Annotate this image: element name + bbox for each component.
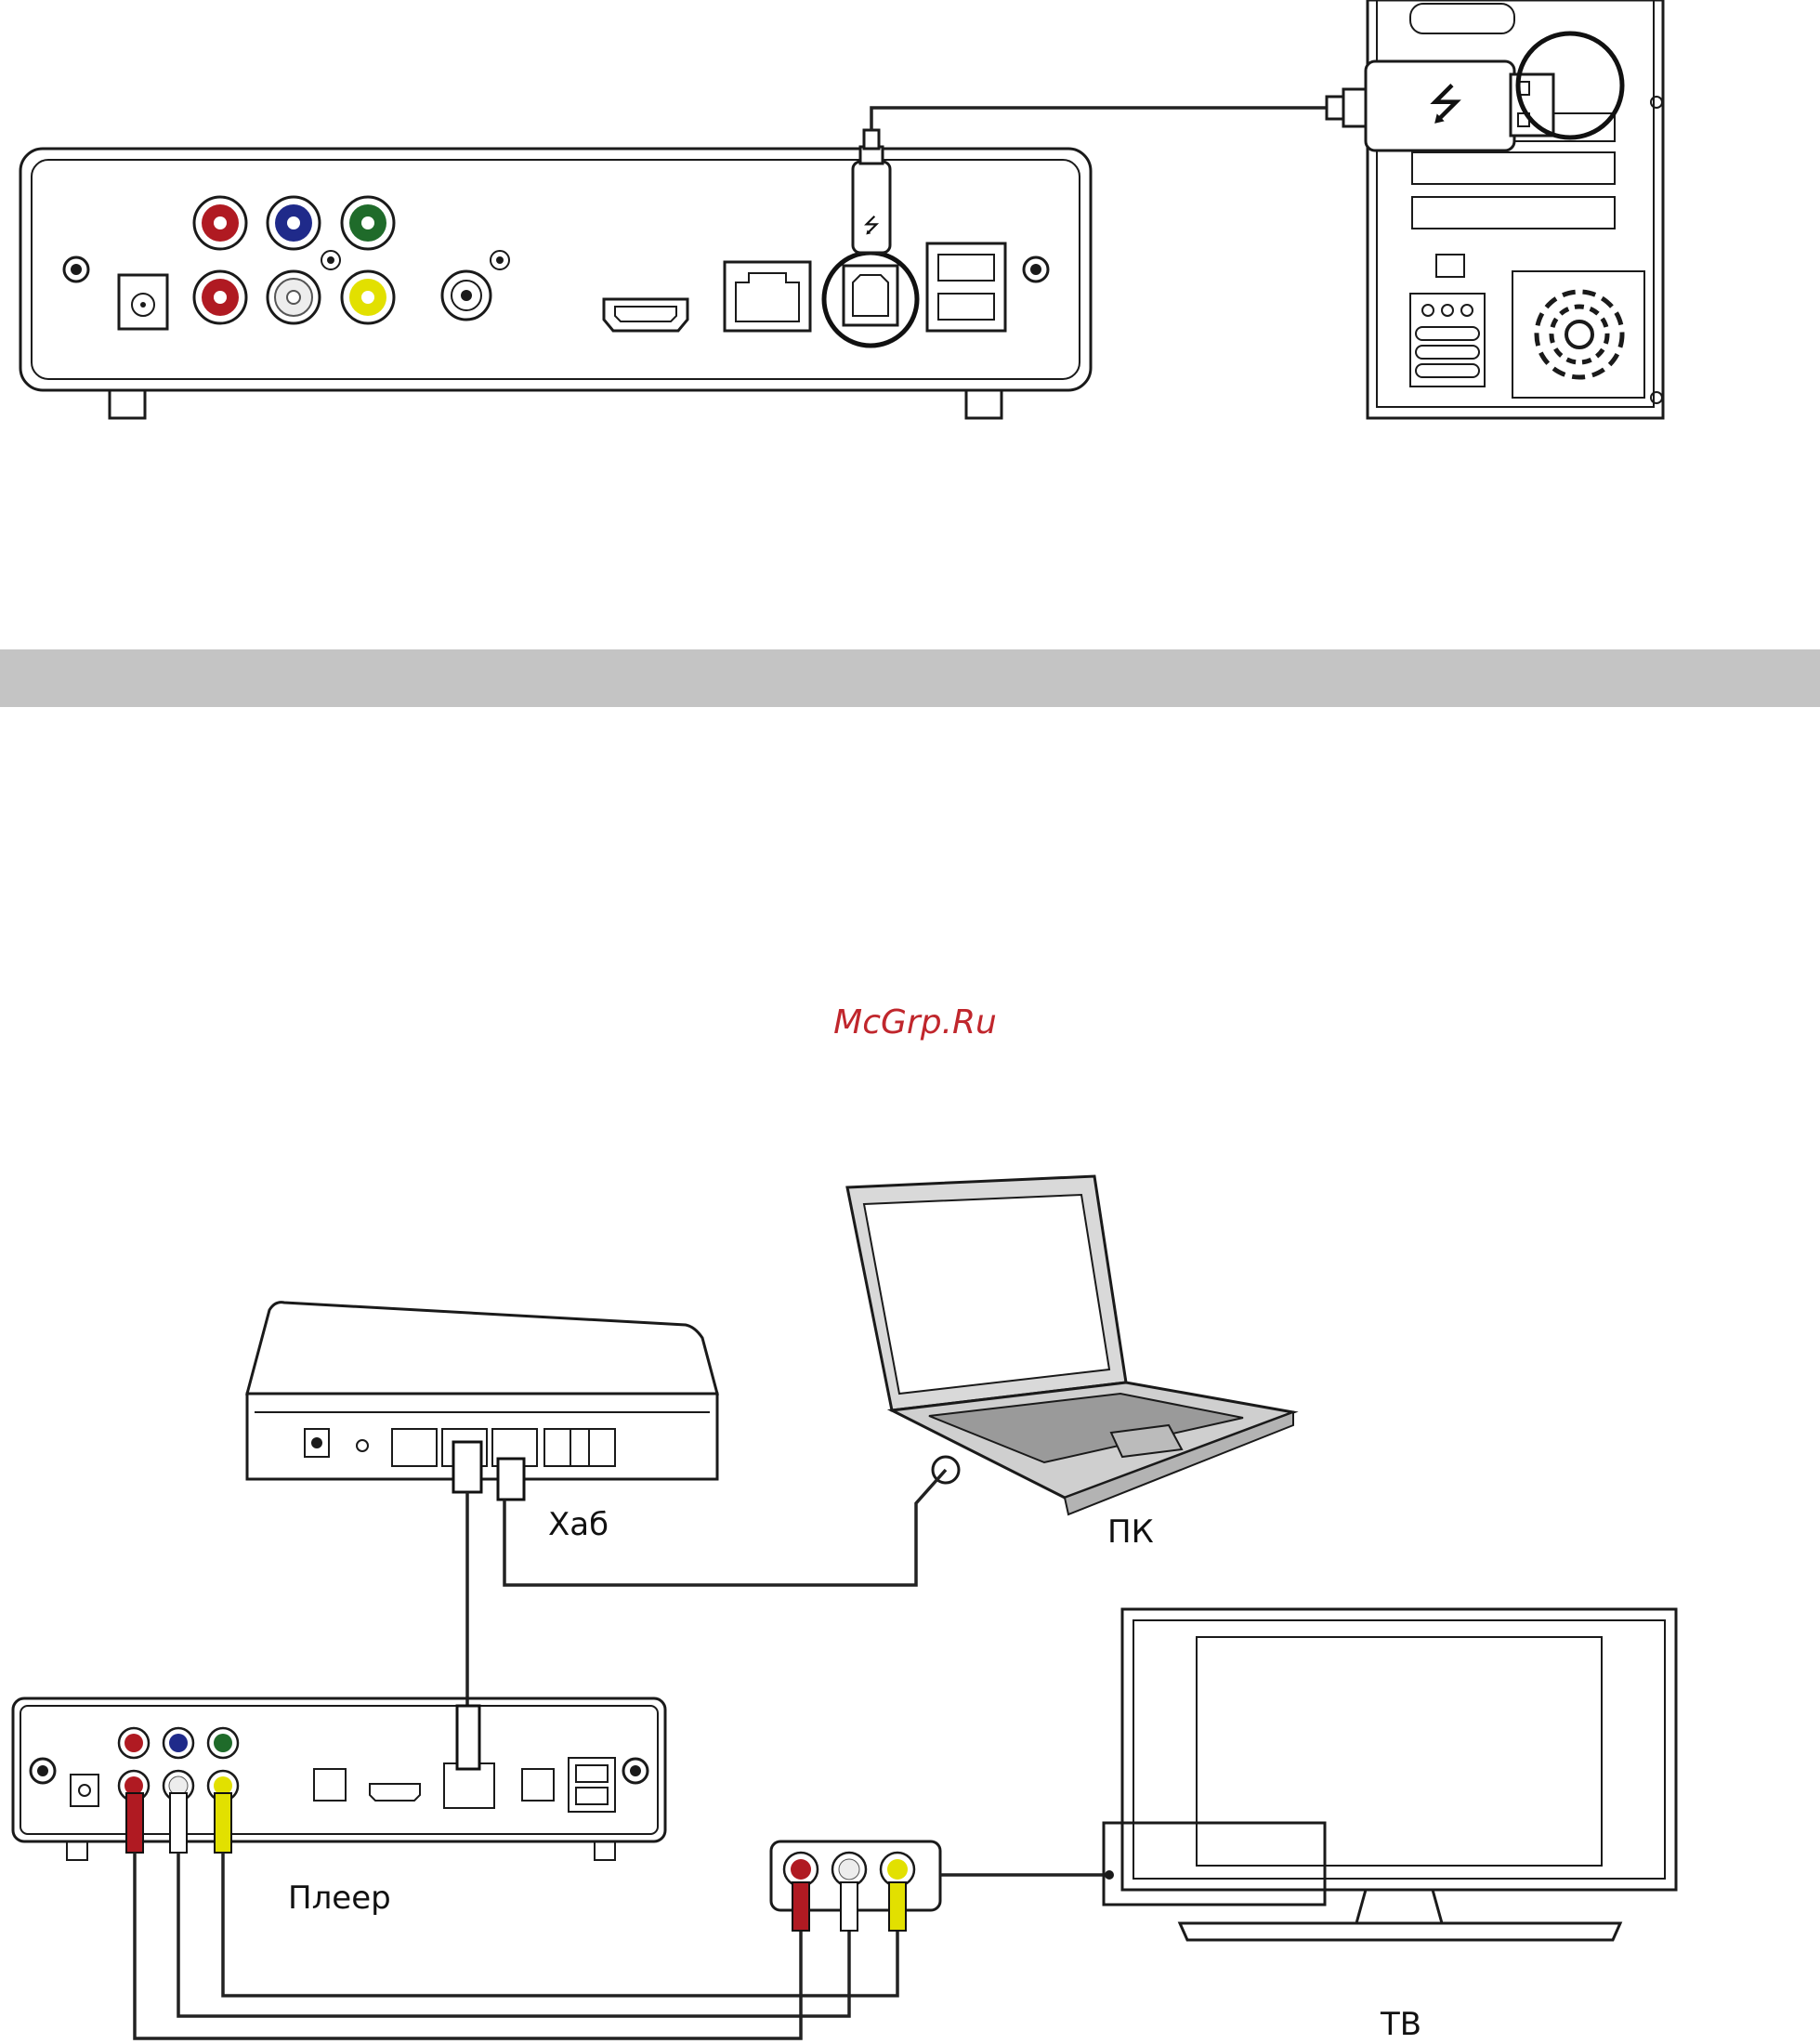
av-adapter <box>771 1841 940 1931</box>
watermark: McGrp.Ru <box>833 1003 997 1042</box>
coaxial-jack-icon <box>442 251 509 320</box>
usb-a-ports-icon <box>927 243 1005 331</box>
pc-label: ПК <box>1107 1513 1154 1551</box>
tv-label: ТВ <box>1380 2006 1421 2043</box>
rca-jack-icon <box>194 197 394 323</box>
usb-b-port-icon <box>824 253 917 346</box>
screw-icon <box>1024 257 1048 282</box>
hub-device <box>247 1303 717 1500</box>
pc-tower: ⭍ <box>1327 0 1663 418</box>
tv <box>1104 1609 1676 1940</box>
usb-cable-top <box>871 108 1329 130</box>
usb-icon: ⭍ <box>1428 79 1463 129</box>
fan-icon <box>1537 292 1622 377</box>
laptop <box>847 1176 1293 1514</box>
hdmi-port-icon <box>604 299 687 331</box>
player-rear-panel-bottom <box>13 1698 665 1860</box>
usb-icon: ⭍ <box>863 215 880 238</box>
player-label: Плеер <box>288 1880 391 1917</box>
power-port-icon <box>119 275 167 329</box>
hub-label: Хаб <box>548 1506 609 1543</box>
usb-a-plug: ⭍ <box>1327 33 1622 151</box>
screw-icon <box>64 257 88 282</box>
player-rear-panel-top: ⭍ <box>20 130 1091 418</box>
ethernet-port-icon <box>725 262 810 331</box>
